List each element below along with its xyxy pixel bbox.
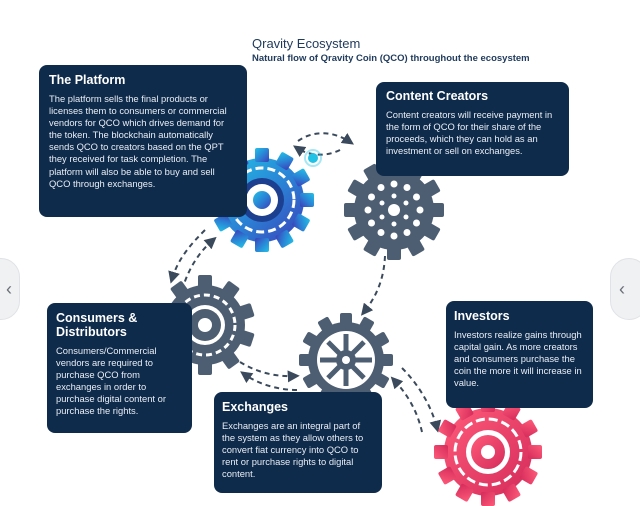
creators-card: Content Creators Content creators will r…: [376, 82, 569, 176]
page-title: Qravity Ecosystem: [252, 36, 361, 51]
platform-title: The Platform: [49, 73, 126, 87]
flow-arrow: [181, 236, 217, 291]
investors-text: Investors realize gains through capital …: [454, 329, 582, 389]
flow-arrow: [360, 255, 386, 316]
platform-text: The platform sells the final products or…: [49, 93, 227, 189]
consumers-card: Consumers & Distributors Consumers/Comme…: [47, 303, 192, 433]
consumers-title: Consumers & Distributors: [56, 311, 138, 339]
creators-title: Content Creators: [386, 89, 489, 103]
exchanges-gear-icon: [299, 313, 393, 407]
investors-title: Investors: [454, 309, 510, 323]
flow-arrow: [293, 145, 341, 157]
platform-card: The Platform The platform sells the fina…: [39, 65, 247, 217]
creators-gear-icon: [344, 160, 444, 260]
consumers-text: Consumers/Commercial vendors are require…: [56, 345, 166, 417]
accent-dot: [308, 153, 318, 163]
flow-arrow: [168, 229, 206, 284]
flow-arrow: [401, 367, 442, 433]
flow-arrow: [390, 376, 423, 433]
exchanges-title: Exchanges: [222, 400, 289, 414]
flow-arrow: [239, 361, 300, 383]
previous-button[interactable]: ‹: [0, 258, 20, 320]
investors-card: Investors Investors realize gains throug…: [446, 301, 593, 408]
flow-arrow: [240, 371, 298, 391]
chevron-left-icon: ‹: [6, 278, 12, 299]
creators-text: Content creators will receive payment in…: [386, 109, 553, 157]
investors-gear-icon: [434, 398, 542, 506]
page-subtitle: Natural flow of Qravity Coin (QCO) throu…: [252, 53, 530, 64]
exchanges-card: Exchanges Exchanges are an integral part…: [214, 392, 382, 493]
next-button[interactable]: ‹: [610, 258, 640, 320]
flow-arrow: [297, 132, 354, 145]
chevron-left-icon: ‹: [619, 278, 625, 299]
exchanges-text: Exchanges are an integral part of the sy…: [222, 420, 364, 480]
